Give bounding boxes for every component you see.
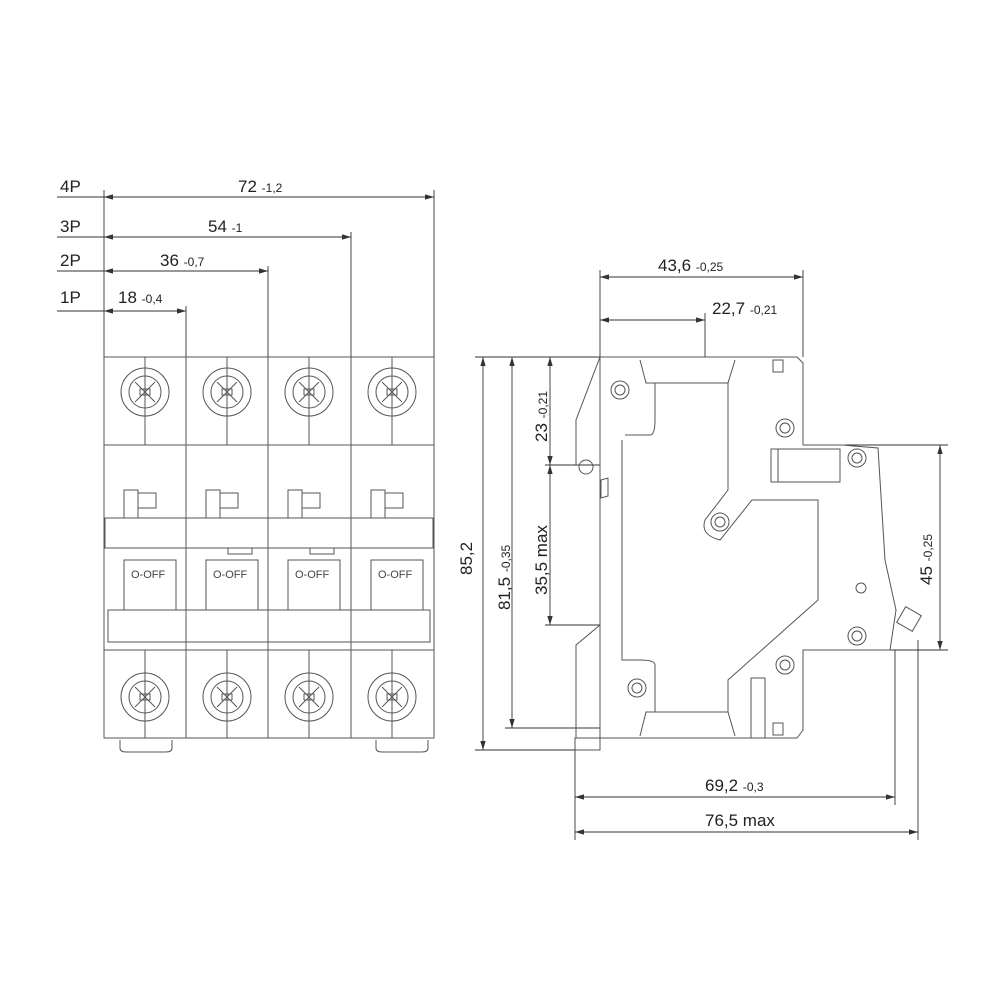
svg-text:69,2 -0,3: 69,2 -0,3 — [705, 776, 764, 795]
rivet-icon — [627, 678, 647, 698]
rivet-icon — [847, 448, 867, 468]
svg-text:43,6 -0,25: 43,6 -0,25 — [658, 256, 724, 275]
handle-label: O-OFF — [131, 569, 165, 581]
length-max: 76,5 max — [705, 811, 775, 830]
length-body: 69,2 — [705, 776, 738, 795]
rail-latch-icon — [578, 459, 594, 475]
svg-text:54 -1: 54 -1 — [208, 217, 243, 236]
rivet-icon — [775, 655, 795, 675]
dim-4p: 4P 72 -1,2 — [57, 177, 434, 200]
depth-top: 43,6 — [658, 256, 691, 275]
top-offset: 23 — [532, 423, 551, 442]
width-4p: 72 — [238, 177, 257, 196]
width-3p: 54 — [208, 217, 227, 236]
tol-top-offset: -0,21 — [536, 391, 550, 419]
side-dimensions: 43,6 -0,25 22,7 -0,21 85,2 81,5 -0,35 23… — [457, 256, 948, 840]
handle-label: O-OFF — [213, 569, 247, 581]
dim-3p: 3P 54 -1 — [57, 217, 351, 240]
width-1p: 18 — [118, 288, 137, 307]
tol-4p: -1,2 — [262, 181, 283, 195]
indicator-icon — [855, 582, 867, 594]
depth-inner: 22,7 — [712, 299, 745, 318]
rivet-icon — [775, 418, 795, 438]
svg-text:23 -0,21: 23 -0,21 — [532, 391, 551, 442]
svg-text:18 -0,4: 18 -0,4 — [118, 288, 163, 307]
label-3p: 3P — [60, 217, 81, 236]
label-4p: 4P — [60, 177, 81, 196]
dim-2p: 2P 36 -0,7 — [57, 251, 268, 274]
tol-length-body: -0,3 — [743, 780, 764, 794]
tol-height-body: -0,35 — [499, 544, 513, 572]
front-view-breaker: O-OFF O-OFF O-OFF O-OFF — [103, 356, 435, 753]
din-clip — [375, 740, 429, 753]
svg-text:45 -0,25: 45 -0,25 — [917, 534, 936, 585]
tol-3p: -1 — [232, 221, 243, 235]
height-body: 81,5 — [495, 577, 514, 610]
label-2p: 2P — [60, 251, 81, 270]
rail-zone: 35,5 max — [532, 525, 551, 595]
rivet-icon — [710, 512, 730, 532]
rivet-icon — [610, 380, 630, 400]
height-total: 85,2 — [457, 542, 476, 575]
front-height: 45 — [917, 566, 936, 585]
side-view-breaker — [574, 356, 922, 751]
front-dimensions: 4P 72 -1,2 3P 54 -1 2P 36 -0,7 1P 18 -0,… — [57, 177, 435, 357]
svg-text:36 -0,7: 36 -0,7 — [160, 251, 205, 270]
tol-depth-inner: -0,21 — [750, 303, 778, 317]
tol-2p: -0,7 — [184, 255, 205, 269]
tol-1p: -0,4 — [142, 292, 163, 306]
din-clip — [119, 740, 173, 753]
svg-text:22,7 -0,21: 22,7 -0,21 — [712, 299, 778, 318]
handle-label: O-OFF — [295, 569, 329, 581]
label-1p: 1P — [60, 288, 81, 307]
handle-label: O-OFF — [378, 569, 412, 581]
tol-front-height: -0,25 — [921, 534, 935, 562]
width-2p: 36 — [160, 251, 179, 270]
rivet-icon — [847, 626, 867, 646]
dim-1p: 1P 18 -0,4 — [57, 288, 186, 314]
svg-text:81,5 -0,35: 81,5 -0,35 — [495, 544, 514, 610]
svg-text:72 -1,2: 72 -1,2 — [238, 177, 283, 196]
tol-depth-top: -0,25 — [696, 260, 724, 274]
